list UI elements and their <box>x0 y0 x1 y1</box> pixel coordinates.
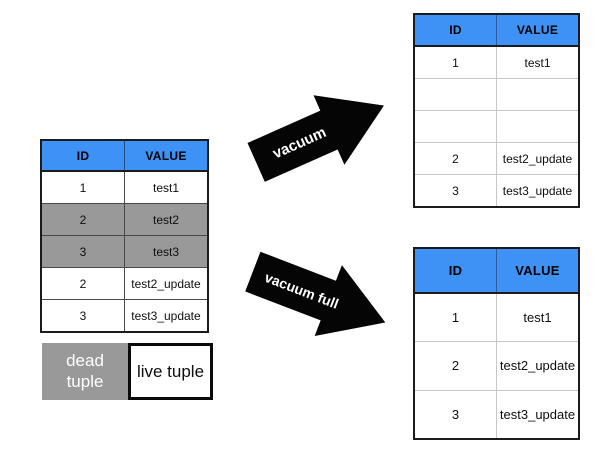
vacuum-arrow: vacuum <box>241 71 400 197</box>
table-row: 1 test1 <box>415 294 578 342</box>
cell-value: test3 <box>124 236 207 267</box>
cell-id: 3 <box>451 406 460 422</box>
table-row-empty <box>415 78 578 110</box>
column-header-id: ID <box>76 148 90 163</box>
cell-id: 2 <box>451 358 460 374</box>
cell-value: test1 <box>496 294 578 342</box>
table-row: 3 test3_update <box>42 299 207 331</box>
cell-value: test1 <box>124 172 207 203</box>
cell-id: 1 <box>452 55 459 70</box>
cell-id: 2 <box>79 276 87 291</box>
cell-id: 1 <box>79 180 87 195</box>
vacuum-full-arrow: vacuum full <box>239 236 399 358</box>
cell-id: 3 <box>452 183 459 198</box>
table-header-row: ID VALUE <box>42 141 207 172</box>
cell-value: test2 <box>124 204 207 235</box>
cell-value <box>496 79 578 110</box>
cell-value: test2_update <box>124 268 207 299</box>
column-header-id: ID <box>449 23 462 37</box>
cell-value: test1 <box>496 47 578 78</box>
cell-value: test3_update <box>496 390 578 438</box>
cell-id: 2 <box>452 151 459 166</box>
table-row: 1 test1 <box>415 47 578 78</box>
legend-live-label: live tuple <box>136 361 205 381</box>
table-row-dead: 2 test2 <box>42 203 207 235</box>
table-row: 2 test2_update <box>415 142 578 174</box>
cell-id: 3 <box>79 308 87 323</box>
table-header-row: ID VALUE <box>415 249 578 294</box>
cell-id <box>415 111 496 142</box>
column-header-value: VALUE <box>496 15 578 45</box>
cell-value: test3_update <box>496 175 578 206</box>
cell-id: 1 <box>451 310 460 326</box>
column-header-value: VALUE <box>124 141 207 170</box>
legend-live-tuple: live tuple <box>128 343 213 400</box>
arrow-label: vacuum full <box>262 268 341 312</box>
legend-dead-tuple: dead tuple <box>42 343 128 400</box>
column-header-value: VALUE <box>496 249 578 292</box>
cell-id: 3 <box>79 244 87 259</box>
table-row: 3 test3_update <box>415 389 578 438</box>
source-table: ID VALUE 1 test1 2 test2 3 test3 2 test2… <box>40 139 209 333</box>
table-row-empty <box>415 110 578 142</box>
cell-value <box>496 111 578 142</box>
table-header-row: ID VALUE <box>415 15 578 47</box>
table-row: 2 test2_update <box>415 341 578 390</box>
vacuum-result-table: ID VALUE 1 test1 2 test2_update 3 test3_… <box>413 13 580 208</box>
cell-value: test3_update <box>124 300 207 331</box>
table-row: 2 test2_update <box>42 267 207 299</box>
cell-id: 2 <box>79 212 87 227</box>
vacuum-full-result-table: ID VALUE 1 test1 2 test2_update 3 test3_… <box>413 247 580 440</box>
table-row-dead: 3 test3 <box>42 235 207 267</box>
column-header-id: ID <box>448 263 463 278</box>
table-row: 3 test3_update <box>415 174 578 206</box>
arrow-label: vacuum <box>270 123 329 163</box>
table-row: 1 test1 <box>42 172 207 203</box>
cell-id <box>415 79 496 110</box>
legend-dead-label: dead tuple <box>66 351 104 391</box>
cell-value: test2_update <box>496 143 578 174</box>
cell-value: test2_update <box>496 342 578 390</box>
